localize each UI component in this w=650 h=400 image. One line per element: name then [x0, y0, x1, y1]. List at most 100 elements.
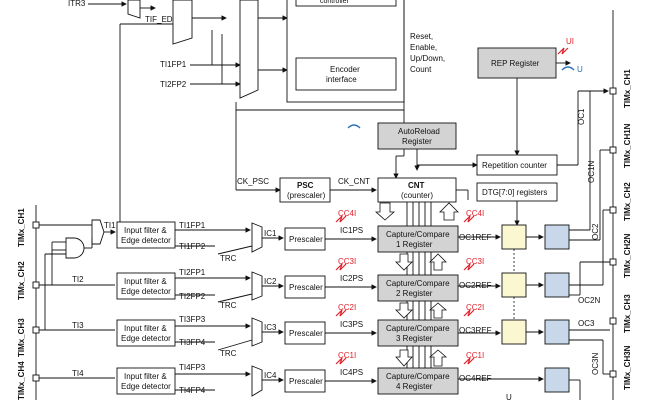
ch1-input-filter — [116, 221, 176, 249]
cc3i-left: CC3I — [338, 257, 356, 266]
autoreload-register — [377, 122, 457, 150]
cc1-label-2: 1 Register — [396, 240, 433, 249]
ch3-filter-label-2: Edge detector — [121, 334, 171, 343]
ic3-label: IC3 — [264, 323, 277, 332]
ti4-label: TI4 — [72, 369, 84, 378]
cc2-label-2: 2 Register — [396, 289, 433, 298]
ui-event-icon — [557, 47, 569, 55]
ch3-input-filter — [116, 319, 176, 347]
ti1-xor-gate — [91, 219, 105, 245]
ti2fp2-label: TI2FP2 — [179, 292, 206, 301]
trc-label-3: TRC — [220, 349, 237, 358]
cc3-register — [377, 319, 459, 347]
rep-register-label: REP Register — [491, 59, 540, 68]
reset-text-1: Reset, — [410, 32, 433, 41]
cc4i-right: CC4I — [466, 209, 484, 218]
ch3-prescaler-label: Prescaler — [289, 329, 323, 338]
dtg-label: DTG[7:0] registers — [482, 188, 547, 197]
ch1-deadtime-block — [501, 224, 527, 250]
oc1n-label: OC1N — [587, 161, 596, 183]
ti2-label: TI2 — [72, 275, 84, 284]
cc2i-right: CC2I — [466, 303, 484, 312]
u-write-icon — [561, 66, 575, 71]
trigger-mux — [127, 0, 141, 19]
ti1fp2-label: TI1FP2 — [179, 242, 206, 251]
ch4-output-block — [544, 367, 570, 393]
controller-inner-box — [295, 0, 397, 7]
cc3i-right: CC3I — [466, 257, 484, 266]
oc4ref-label: OC4REF — [459, 374, 492, 383]
top-ti2fp2-label: TI2FP2 — [160, 80, 187, 89]
autoreload-preload-icon — [347, 124, 361, 129]
cc1i-left: CC1I — [338, 351, 356, 360]
reset-text-4: Count — [410, 65, 432, 74]
repetition-counter-label: Repetition counter — [482, 161, 547, 170]
ch1-output-block — [544, 224, 570, 250]
ic4ps-label: IC4PS — [340, 368, 363, 377]
pin-right-ch3: TIMx_CH3 — [623, 294, 632, 333]
pin-right-ch3n: TIMx_CH3N — [623, 345, 632, 390]
ti3fp4-label: TI3FP4 — [179, 338, 206, 347]
ch2-output-block — [544, 272, 570, 298]
autoreload-label-2: Register — [402, 137, 432, 146]
ic1ps-label: IC1PS — [340, 226, 363, 235]
oc3-label: OC3 — [578, 319, 595, 328]
ti3-label: TI3 — [72, 321, 84, 330]
oc2-label: OC2 — [591, 223, 600, 240]
rep-u-label: U — [577, 65, 583, 74]
cc3-label-2: 3 Register — [396, 334, 433, 343]
top-ti1fp1-label: TI1FP1 — [160, 60, 187, 69]
ic3-mux — [251, 317, 263, 347]
ic2ps-label: IC2PS — [340, 274, 363, 283]
trigger-selector-mux — [172, 0, 193, 45]
oc3ref-label: OC3REF — [459, 326, 492, 335]
pin-left-ch1: TIMx_CH1 — [17, 208, 26, 247]
ti1-label: TI1 — [104, 221, 116, 230]
cnt-sub: (counter) — [401, 191, 433, 200]
rep-ui-label: UI — [566, 37, 574, 46]
u-mark: U — [506, 393, 512, 400]
ch1-filter-label-1: Input filter & — [124, 226, 167, 235]
itr-label: ITR3 — [68, 0, 86, 8]
ic4-label: IC4 — [264, 371, 277, 380]
cnt-counter-box — [377, 177, 457, 203]
pin-left-ch4: TIMx_CH4 — [17, 361, 26, 400]
encoder-label-1: Encoder — [330, 65, 360, 74]
pin-right-ch1: TIMx_CH1 — [623, 69, 632, 108]
cc2-register — [377, 274, 459, 302]
cc4-label-1: Capture/Compare — [386, 372, 450, 381]
ic1-mux — [251, 222, 263, 253]
oc1ref-label: OC1REF — [459, 233, 492, 242]
ch1-prescaler-label: Prescaler — [289, 235, 323, 244]
ch3-deadtime-block — [501, 319, 527, 345]
autoreload-label-1: AutoReload — [398, 127, 440, 136]
ti3fp3-label: TI3FP3 — [179, 315, 206, 324]
pin-left-ch2: TIMx_CH2 — [17, 261, 26, 300]
ic4-mux — [251, 365, 263, 397]
cc1i-right: CC1I — [466, 351, 484, 360]
pin-left-ch3: TIMx_CH3 — [17, 318, 26, 357]
oc2ref-label: OC2REF — [459, 281, 492, 290]
ti1fp1-label: TI1FP1 — [179, 221, 206, 230]
ch2-filter-label-2: Edge detector — [121, 287, 171, 296]
encoder-interface-box — [295, 57, 397, 91]
oc3n-label: OC3N — [591, 353, 600, 375]
ch2-input-filter — [116, 272, 176, 300]
ch4-prescaler-label: Prescaler — [289, 377, 323, 386]
pin-right-ch1n: TIMx_CH1N — [623, 123, 632, 168]
psc-sub: (prescaler) — [287, 191, 326, 200]
ic2-mux — [251, 271, 263, 301]
trc-label-1: TRC — [220, 254, 237, 263]
ic3ps-label: IC3PS — [340, 320, 363, 329]
ch4-input-filter — [116, 367, 176, 395]
ck-cnt-label: CK_CNT — [338, 177, 370, 186]
cc1-register — [377, 225, 459, 253]
reset-text-2: Enable, — [410, 43, 437, 52]
cc3-label-1: Capture/Compare — [386, 324, 450, 333]
cnt-title: CNT — [408, 181, 425, 190]
ic1-label: IC1 — [264, 229, 277, 238]
ic2-label: IC2 — [264, 277, 277, 286]
oc2n-label: OC2N — [578, 296, 600, 305]
ch2-prescaler-label: Prescaler — [289, 283, 323, 292]
